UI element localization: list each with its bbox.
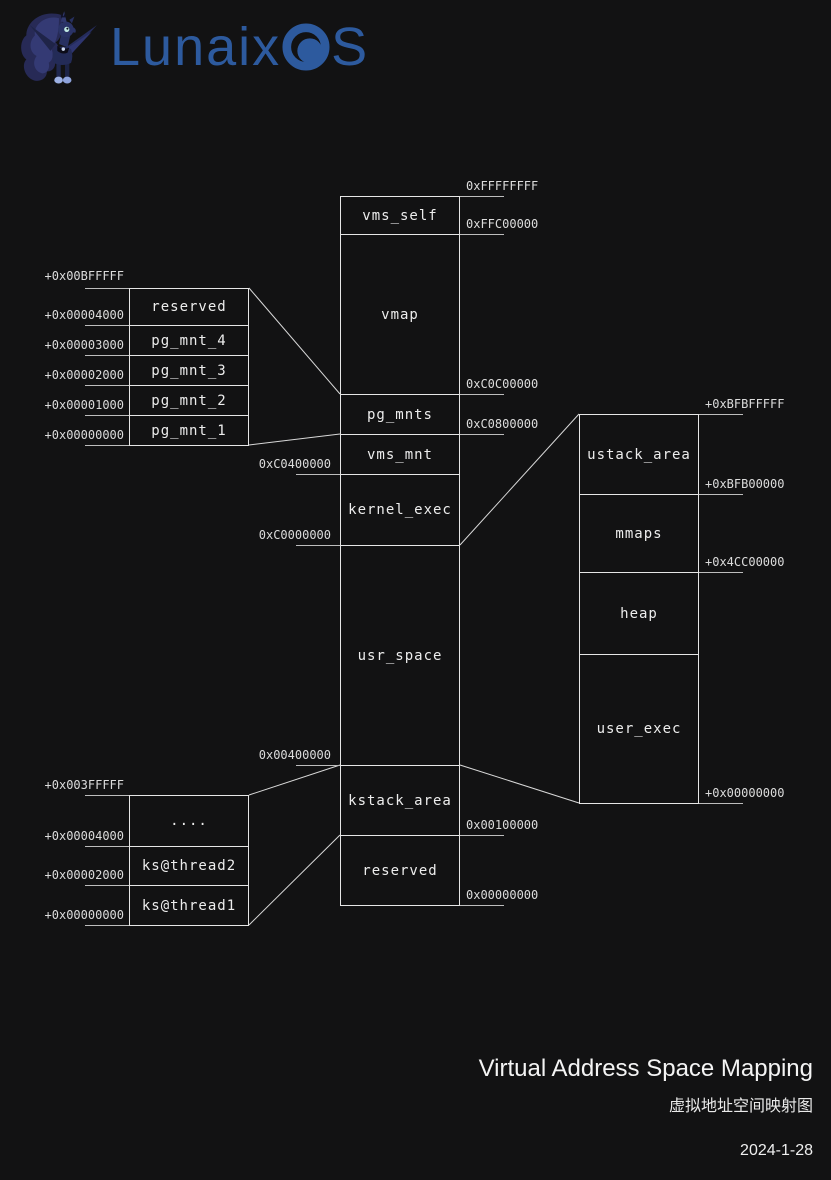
addr-label: +0x00003000 [44, 338, 124, 352]
box-pg_mnt_2: pg_mnt_2 [129, 385, 249, 416]
addr-tick [85, 925, 129, 926]
connector-usrspace-bottom [459, 764, 580, 804]
box-vms_self: vms_self [340, 196, 460, 235]
addr-tick [699, 494, 743, 495]
box-pg_mnt_4: pg_mnt_4 [129, 325, 249, 356]
box-pg_mnt_1: pg_mnt_1 [129, 415, 249, 446]
box-kernel_exec: kernel_exec [340, 474, 460, 546]
box-vms_mnt: vms_mnt [340, 434, 460, 475]
connector-usrspace-top [459, 413, 580, 546]
addr-label: +0x00000000 [705, 786, 785, 800]
addr-label: 0xC0800000 [466, 417, 539, 431]
addr-label: +0x00004000 [44, 308, 124, 322]
box-ustack_area: ustack_area [579, 414, 699, 495]
box-kstack-more: .... [129, 795, 249, 847]
addr-label: 0xC0C00000 [466, 377, 539, 391]
moon-o-icon [282, 23, 330, 71]
addr-label: +0x00004000 [44, 829, 124, 843]
addr-label: 0x00100000 [466, 818, 539, 832]
addr-tick [699, 803, 743, 804]
wordmark-suffix: S [331, 17, 370, 77]
addr-tick [296, 474, 340, 475]
box-kstack_area: kstack_area [340, 765, 460, 836]
addr-label: +0xBFBFFFFF [705, 397, 785, 411]
addr-tick [85, 385, 129, 386]
addr-tick [85, 795, 129, 796]
addr-tick [296, 765, 340, 766]
addr-label: 0xFFC00000 [466, 217, 539, 231]
addr-tick [85, 355, 129, 356]
addr-label: 0xC0400000 [258, 457, 331, 471]
box-mmaps: mmaps [579, 494, 699, 573]
connector-pgmnts-top [248, 287, 341, 395]
addr-tick [460, 835, 504, 836]
addr-tick [296, 545, 340, 546]
box-usr_space: usr_space [340, 545, 460, 766]
wordmark-prefix: Lunaix [110, 17, 282, 77]
addr-tick [85, 846, 129, 847]
addr-tick [85, 885, 129, 886]
addr-label: 0x00000000 [466, 888, 539, 902]
addr-label: +0x00001000 [44, 398, 124, 412]
box-pg_mnts: pg_mnts [340, 394, 460, 435]
addr-label: +0xBFB00000 [705, 477, 785, 491]
addr-tick [85, 445, 129, 446]
addr-label: +0x4CC00000 [705, 555, 785, 569]
addr-tick [699, 414, 743, 415]
date-label: 2024-1-28 [740, 1142, 813, 1159]
connector-pgmnts-bottom [248, 433, 341, 446]
addr-label: +0x00000000 [44, 908, 124, 922]
box-reserved-low: reserved [340, 835, 460, 906]
box-ks-thread1: ks@thread1 [129, 885, 249, 926]
connector-kstack-top [248, 764, 341, 796]
addr-label: +0x00002000 [44, 368, 124, 382]
addr-label: +0x00BFFFFF [44, 269, 124, 283]
addr-label: +0x00000000 [44, 428, 124, 442]
box-user_exec: user_exec [579, 654, 699, 804]
lunaixos-logo: Lunaix S [16, 6, 369, 88]
addr-label: 0x00400000 [258, 748, 331, 762]
addr-tick [460, 394, 504, 395]
addr-tick [460, 196, 504, 197]
addr-tick [85, 415, 129, 416]
addr-label: +0x003FFFFF [44, 778, 124, 792]
box-vmap: vmap [340, 234, 460, 395]
addr-label: 0xFFFFFFFF [466, 179, 539, 193]
addr-tick [85, 288, 129, 289]
box-ks-thread2: ks@thread2 [129, 846, 249, 886]
addr-tick [460, 234, 504, 235]
lunaixos-wordmark: Lunaix S [110, 16, 369, 78]
addr-tick [85, 325, 129, 326]
page-title: Virtual Address Space Mapping [478, 1055, 813, 1082]
box-pg-reserved: reserved [129, 288, 249, 326]
box-pg_mnt_3: pg_mnt_3 [129, 355, 249, 386]
luna-pony-mascot-icon [21, 11, 97, 84]
addr-tick [460, 434, 504, 435]
connector-kstack-bottom [248, 834, 341, 926]
addr-label: 0xC0000000 [258, 528, 331, 542]
addr-tick [699, 572, 743, 573]
page-subtitle-chinese: 虚拟地址空间映射图 [668, 1098, 813, 1115]
box-heap: heap [579, 572, 699, 655]
addr-label: +0x00002000 [44, 868, 124, 882]
addr-tick [460, 905, 504, 906]
